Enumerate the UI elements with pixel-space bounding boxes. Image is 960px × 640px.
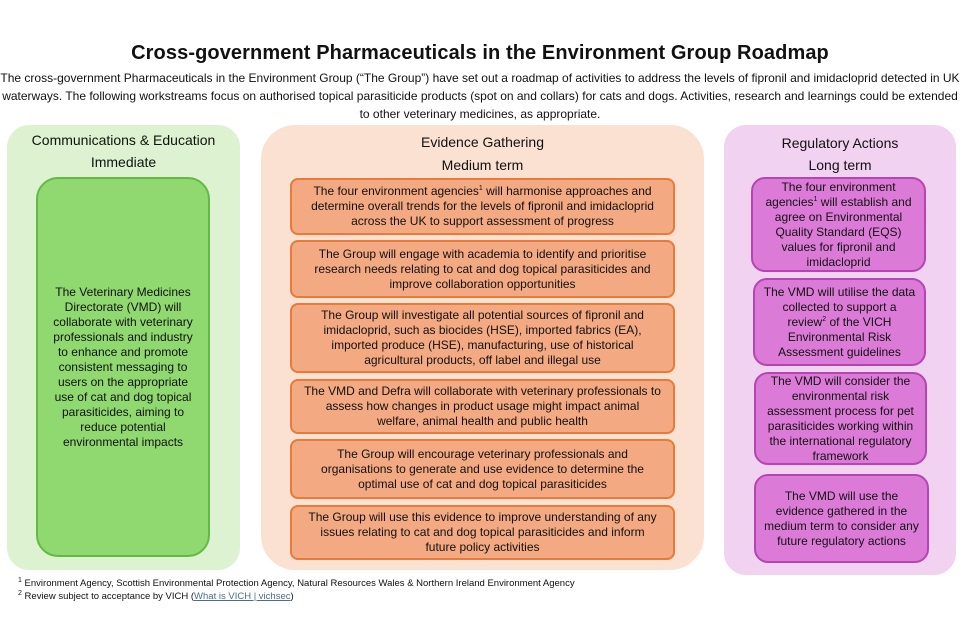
evidence-item: The Group will investigate all potential… <box>290 303 675 373</box>
column-evidence: Evidence Gathering Medium term The four … <box>261 125 704 570</box>
regulatory-item: The VMD will utilise the data collected … <box>753 278 926 366</box>
column-regulatory: Regulatory Actions Long term The four en… <box>724 125 956 575</box>
regulatory-item: The VMD will consider the environmental … <box>754 372 927 465</box>
comms-item: The Veterinary Medicines Directorate (VM… <box>36 177 210 557</box>
footnote-2: 2 Review subject to acceptance by VICH (… <box>18 589 294 602</box>
page-title: Cross-government Pharmaceuticals in the … <box>131 42 829 64</box>
comms-item-text: The Veterinary Medicines Directorate (VM… <box>53 284 193 449</box>
evidence-heading: Evidence Gathering <box>421 134 544 150</box>
regulatory-item: The VMD will use the evidence gathered i… <box>754 474 929 563</box>
regulatory-timeframe: Long term <box>808 157 872 173</box>
vich-link[interactable]: What is VICH | vichsec <box>194 591 291 602</box>
regulatory-heading: Regulatory Actions <box>781 135 899 151</box>
comms-timeframe: Immediate <box>90 154 157 170</box>
evidence-item: The Group will encourage veterinary prof… <box>290 439 675 499</box>
column-communications: Communications & Education Immediate The… <box>7 125 240 570</box>
footnote-1: 1 Environment Agency, Scottish Environme… <box>18 576 575 589</box>
evidence-timeframe: Medium term <box>441 157 524 173</box>
evidence-item: The VMD and Defra will collaborate with … <box>290 379 675 434</box>
regulatory-item: The four environment agencies1 will esta… <box>751 177 926 272</box>
comms-heading: Communications & Education <box>31 132 216 148</box>
evidence-item: The Group will use this evidence to impr… <box>290 505 675 560</box>
evidence-item: The four environment agencies1 will harm… <box>290 178 675 235</box>
footnotes: 1 Environment Agency, Scottish Environme… <box>18 577 575 603</box>
intro-paragraph: The cross-government Pharmaceuticals in … <box>0 71 960 121</box>
evidence-item: The Group will engage with academia to i… <box>290 240 675 298</box>
